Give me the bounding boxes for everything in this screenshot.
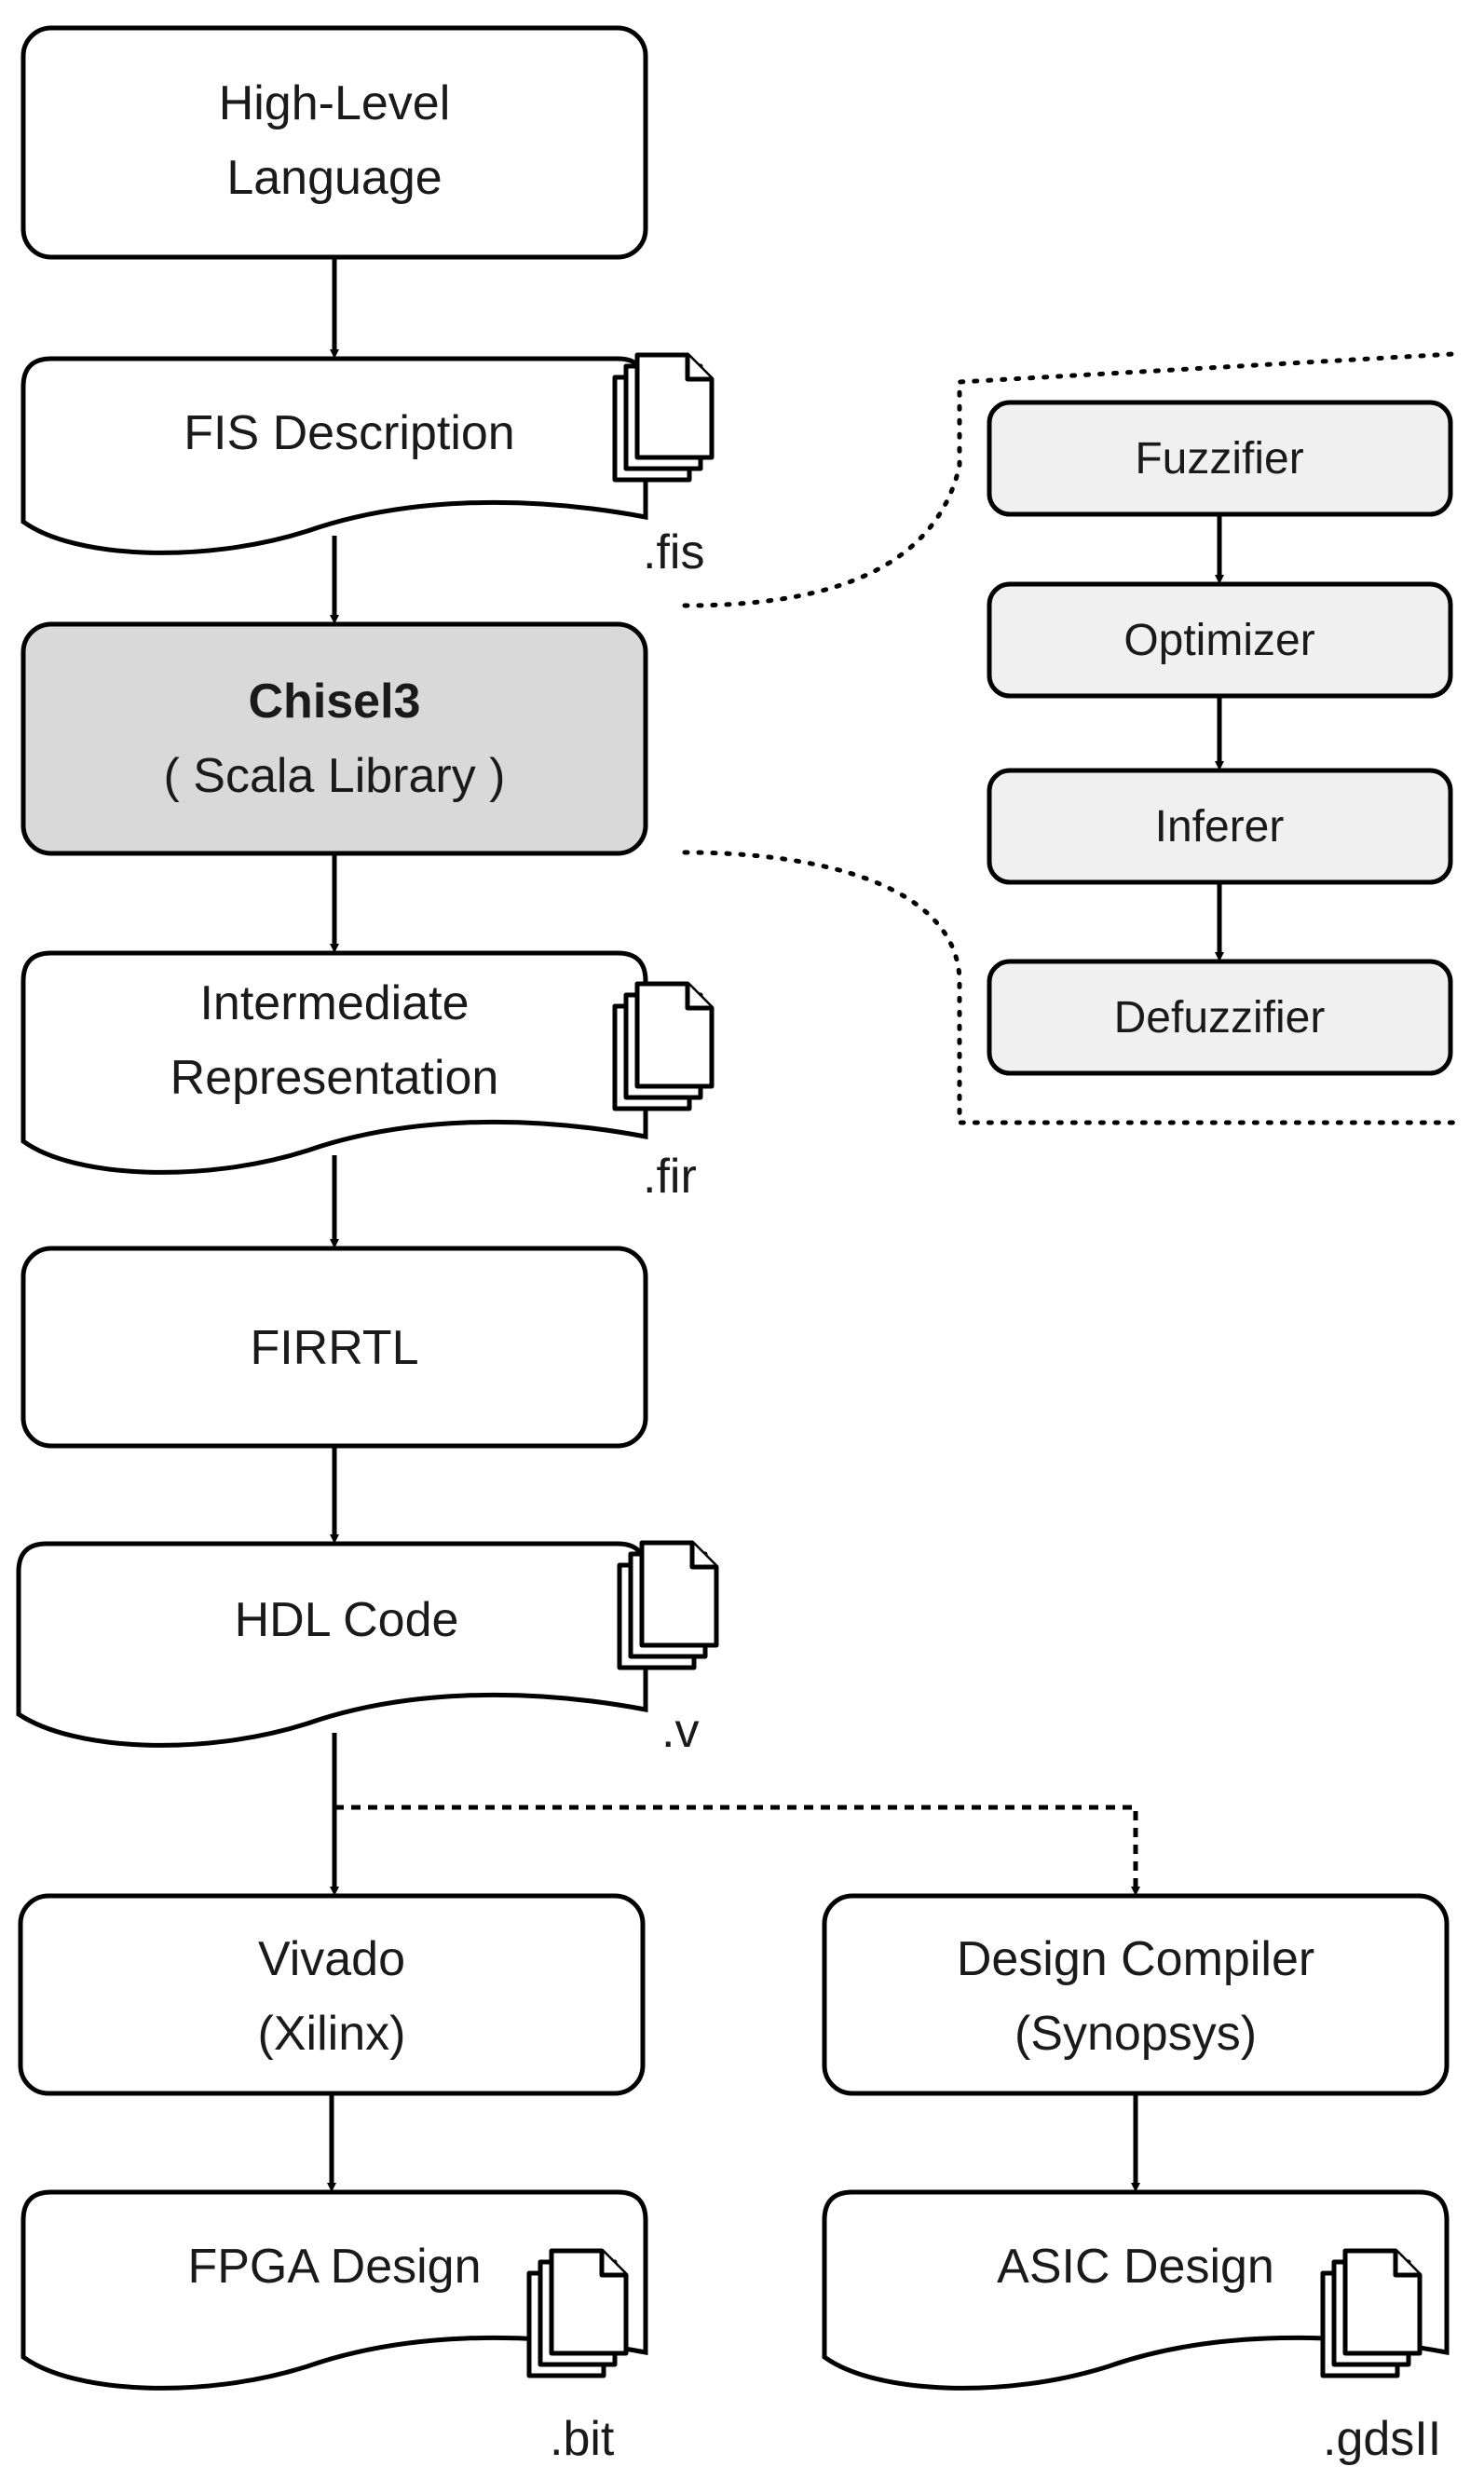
xilinx-label: (Xilinx) xyxy=(258,2007,406,2061)
chisel-stages: Fuzzifier Optimizer Inferer Defuzzifier xyxy=(987,400,1453,1076)
intermediate-label-line1: Intermediate xyxy=(199,976,469,1030)
fpga-design-box: FPGA Design xyxy=(20,2189,648,2391)
fir-extension-label: .fir xyxy=(643,1150,697,1204)
optimizer-label: Optimizer xyxy=(1123,616,1314,665)
chisel3-box: Chisel3 ( Scala Library ) xyxy=(20,621,648,856)
bit-file-icon xyxy=(529,2251,626,2376)
asic-design-box: ASIC Design xyxy=(822,2189,1450,2391)
fpga-design-label: FPGA Design xyxy=(187,2240,481,2294)
firrtl-label: FIRRTL xyxy=(250,1321,418,1375)
high-level-language-box: High-Level Language xyxy=(20,25,648,260)
scala-library-label: ( Scala Library ) xyxy=(164,749,506,803)
inferer-label: Inferer xyxy=(1155,802,1285,852)
design-compiler-box: Design Compiler (Synopsys) xyxy=(822,1893,1450,2096)
defuzzifier-label: Defuzzifier xyxy=(1114,993,1326,1042)
high-level-label-line2: Language xyxy=(226,151,442,205)
fir-file-icon xyxy=(615,984,712,1109)
firrtl-box: FIRRTL xyxy=(20,1246,648,1449)
hdl-code-box: HDL Code xyxy=(16,1541,648,1748)
synopsys-label: (Synopsys) xyxy=(1014,2007,1257,2061)
v-file-icon xyxy=(619,1543,716,1668)
optimizer-box: Optimizer xyxy=(987,581,1453,699)
vivado-box: Vivado (Xilinx) xyxy=(18,1893,646,2096)
defuzzifier-box: Defuzzifier xyxy=(987,959,1453,1076)
fis-description-box: FIS Description xyxy=(20,356,648,555)
intermediate-label-line2: Representation xyxy=(170,1051,499,1105)
fuzzifier-box: Fuzzifier xyxy=(987,400,1453,517)
gdsii-extension-label: .gdsII xyxy=(1323,2412,1441,2466)
chisel3-label: Chisel3 xyxy=(249,675,421,729)
fis-file-icon xyxy=(615,355,712,480)
fuzzifier-label: Fuzzifier xyxy=(1135,434,1303,484)
fis-extension-label: .fis xyxy=(643,525,704,579)
high-level-label-line1: High-Level xyxy=(219,76,451,130)
fis-description-label: FIS Description xyxy=(184,406,514,460)
v-extension-label: .v xyxy=(661,1704,699,1758)
arrow-hdl-to-design-compiler xyxy=(334,1805,1140,1896)
inferer-box: Inferer xyxy=(987,768,1453,885)
vivado-label: Vivado xyxy=(258,1932,405,1986)
asic-design-label: ASIC Design xyxy=(997,2240,1274,2294)
bit-extension-label: .bit xyxy=(550,2412,615,2466)
zoom-callout-top xyxy=(682,351,1456,608)
intermediate-representation-box: Intermediate Representation xyxy=(20,950,648,1175)
zoom-callout-bottom xyxy=(682,850,1456,1125)
gdsii-file-icon xyxy=(1323,2251,1420,2376)
hdl-code-label: HDL Code xyxy=(235,1593,459,1647)
design-compiler-label: Design Compiler xyxy=(957,1932,1314,1986)
